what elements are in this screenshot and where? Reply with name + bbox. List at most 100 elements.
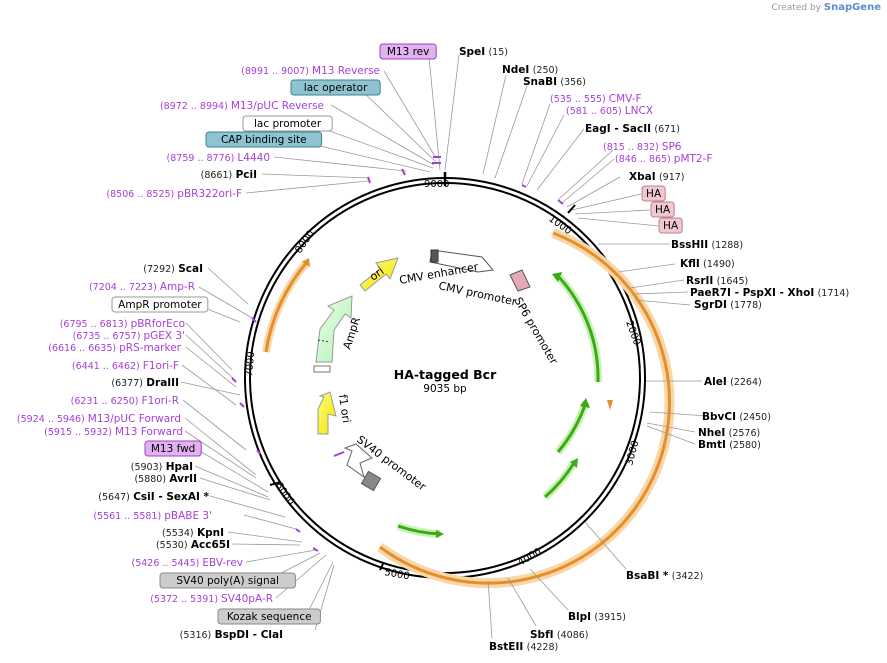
label-alei[interactable]: AleI (2264) (704, 376, 762, 388)
label-ampr: AmpR (340, 315, 363, 351)
label-ebvrev[interactable]: (5426 .. 5445) EBV-rev (131, 557, 243, 569)
label-paer7i[interactable]: PaeR7I - PspXI - XhoI (1714) (690, 287, 849, 299)
label-pcii[interactable]: (8661) PciI (201, 169, 257, 181)
label-pbrforeco[interactable]: (6795 .. 6813) pBRforEco (60, 318, 185, 330)
label-m13reverse[interactable]: (8991 .. 9007) M13 Reverse (241, 65, 380, 77)
enzyme-label: BbvCI (2450) (702, 411, 771, 423)
label-pgex3[interactable]: (6735 .. 6757) pGEX 3' (73, 330, 185, 342)
label-xbai[interactable]: XbaI (917) (629, 171, 685, 183)
label-amprprom[interactable]: AmpR promoter (111, 296, 209, 313)
green-seg-1-glow (554, 272, 603, 383)
label-sfii[interactable]: SbfI (4086) (530, 629, 589, 641)
label-eagi[interactable]: EagI - SacII (671) (585, 123, 680, 135)
label-kpni[interactable]: (5534) KpnI (162, 527, 224, 539)
label-bsshii[interactable]: BssHII (1288) (671, 239, 743, 251)
enzyme-label: (5316) BspDI - ClaI (180, 629, 283, 641)
label-text: M13 rev (387, 46, 430, 58)
tick-9000: 9000 (424, 179, 449, 190)
enzyme-label: PaeR7I - PspXI - XhoI (1714) (690, 287, 849, 299)
label-box (658, 217, 683, 234)
primer-label: (581 .. 605) LNCX (566, 105, 653, 117)
label-f1orir[interactable]: (6231 .. 6250) F1ori-R (71, 395, 179, 407)
green-arrowhead-2 (580, 398, 590, 408)
label-pbr322[interactable]: (8506 .. 8525) pBR322ori-F (106, 188, 242, 200)
feature-ori[interactable] (359, 257, 399, 292)
label-nhei[interactable]: NheI (2576) (698, 427, 760, 439)
label-bbvci[interactable]: BbvCI (2450) (702, 411, 771, 423)
enzyme-label: (5530) Acc65I (156, 539, 230, 551)
label-sgrdi[interactable]: SgrDI (1778) (694, 299, 762, 311)
label-m13puc[interactable]: (8972 .. 8994) M13/pUC Reverse (160, 100, 324, 112)
label-box (205, 131, 323, 148)
label-sv40par[interactable]: (5372 .. 5391) SV40pA-R (150, 593, 273, 605)
label-ha1[interactable]: HA (641, 185, 666, 202)
primer-marks (231, 156, 564, 552)
enzyme-label: (7292) ScaI (143, 263, 203, 275)
primer-label: (8991 .. 9007) M13 Reverse (241, 65, 380, 77)
green-arrowhead-1 (552, 272, 562, 282)
label-f1orif[interactable]: (6441 .. 6462) F1ori-F (72, 360, 179, 372)
label-box (242, 115, 333, 132)
label-cmvf[interactable]: (535 .. 555) CMV-F (550, 93, 642, 105)
label-pmt2f[interactable]: (846 .. 865) pMT2-F (615, 153, 712, 165)
label-m13pucfwd[interactable]: (5924 .. 5946) M13/pUC Forward (17, 413, 181, 425)
label-prs[interactable]: (6616 .. 6635) pRS-marker (48, 342, 181, 354)
green-arrowhead-4 (436, 530, 444, 538)
label-sp6[interactable]: (815 .. 832) SP6 (603, 141, 682, 153)
label-kozak[interactable]: Kozak sequence (217, 608, 321, 625)
label-text: M13 fwd (151, 443, 196, 455)
enzyme-label: BmtI (2580) (698, 439, 761, 451)
label-pbabe[interactable]: (5561 .. 5581) pBABE 3' (93, 510, 212, 522)
label-cmv-promoter: CMV promoter (437, 279, 518, 308)
label-bsteii[interactable]: BstEII (4228) (489, 641, 558, 653)
label-lacop[interactable]: lac operator (290, 79, 381, 96)
label-kfli[interactable]: KflI (1490) (680, 258, 735, 270)
label-ha2[interactable]: HA (650, 201, 675, 218)
label-bspdi[interactable]: (5316) BspDI - ClaI (180, 629, 283, 641)
label-draiii[interactable]: (6377) DraIII (111, 377, 179, 389)
label-hpai[interactable]: (5903) HpaI (131, 461, 193, 473)
enzyme-label: BlpI (3915) (568, 611, 626, 623)
label-bmti[interactable]: BmtI (2580) (698, 439, 761, 451)
tick-2000: 2000 (623, 319, 642, 347)
label-bsabi[interactable]: BsaBI * (3422) (626, 570, 703, 582)
orf-arrowhead (607, 400, 613, 410)
feature-f1-ori[interactable] (317, 391, 337, 435)
label-rsrii[interactable]: RsrII (1645) (686, 275, 748, 287)
label-blpi[interactable]: BlpI (3915) (568, 611, 626, 623)
label-l4440[interactable]: (8759 .. 8776) L4440 (167, 152, 270, 164)
label-avrii[interactable]: (5880) AvrII (134, 473, 197, 485)
enzyme-label: SnaBI (356) (523, 76, 586, 88)
feature-sp6-promoter-marker (509, 269, 531, 292)
feature-ampr[interactable] (313, 295, 353, 373)
label-acc65i[interactable]: (5530) Acc65I (156, 539, 230, 551)
left-orange-arrowhead (302, 258, 310, 267)
label-text: SV40 poly(A) signal (176, 575, 279, 587)
feature-cmv-enhancer[interactable] (429, 249, 494, 273)
label-lacprom[interactable]: lac promoter (242, 115, 333, 132)
label-cap[interactable]: CAP binding site (205, 131, 323, 148)
feature-sv40-promoter[interactable] (343, 443, 382, 492)
enzyme-label: BsaBI * (3422) (626, 570, 703, 582)
label-box (111, 296, 209, 313)
label-scai[interactable]: (7292) ScaI (143, 263, 203, 275)
label-sv40polya[interactable]: SV40 poly(A) signal (159, 572, 296, 589)
enzyme-label: EagI - SacII (671) (585, 123, 680, 135)
label-m13forward[interactable]: (5915 .. 5932) M13 Forward (44, 426, 183, 438)
label-snabi[interactable]: SnaBI (356) (523, 76, 586, 88)
label-m13rev[interactable]: M13 rev (379, 43, 437, 60)
label-ndei[interactable]: NdeI (250) (502, 64, 558, 76)
label-m13fwd[interactable]: M13 fwd (144, 440, 202, 457)
label-spei[interactable]: SpeI (15) (459, 46, 508, 58)
label-text: lac promoter (254, 118, 322, 130)
label-box (144, 440, 202, 457)
label-ampr[interactable]: (7204 .. 7223) Amp-R (89, 281, 195, 293)
label-lncx[interactable]: (581 .. 605) LNCX (566, 105, 653, 117)
label-csii[interactable]: (5647) CsiI - SexAI * (98, 491, 209, 503)
watermark-brand: SnapGene (823, 2, 881, 13)
label-ha3[interactable]: HA (658, 217, 683, 234)
enzyme-label: SbfI (4086) (530, 629, 589, 641)
enzyme-label: BssHII (1288) (671, 239, 743, 251)
enzyme-label: NheI (2576) (698, 427, 760, 439)
